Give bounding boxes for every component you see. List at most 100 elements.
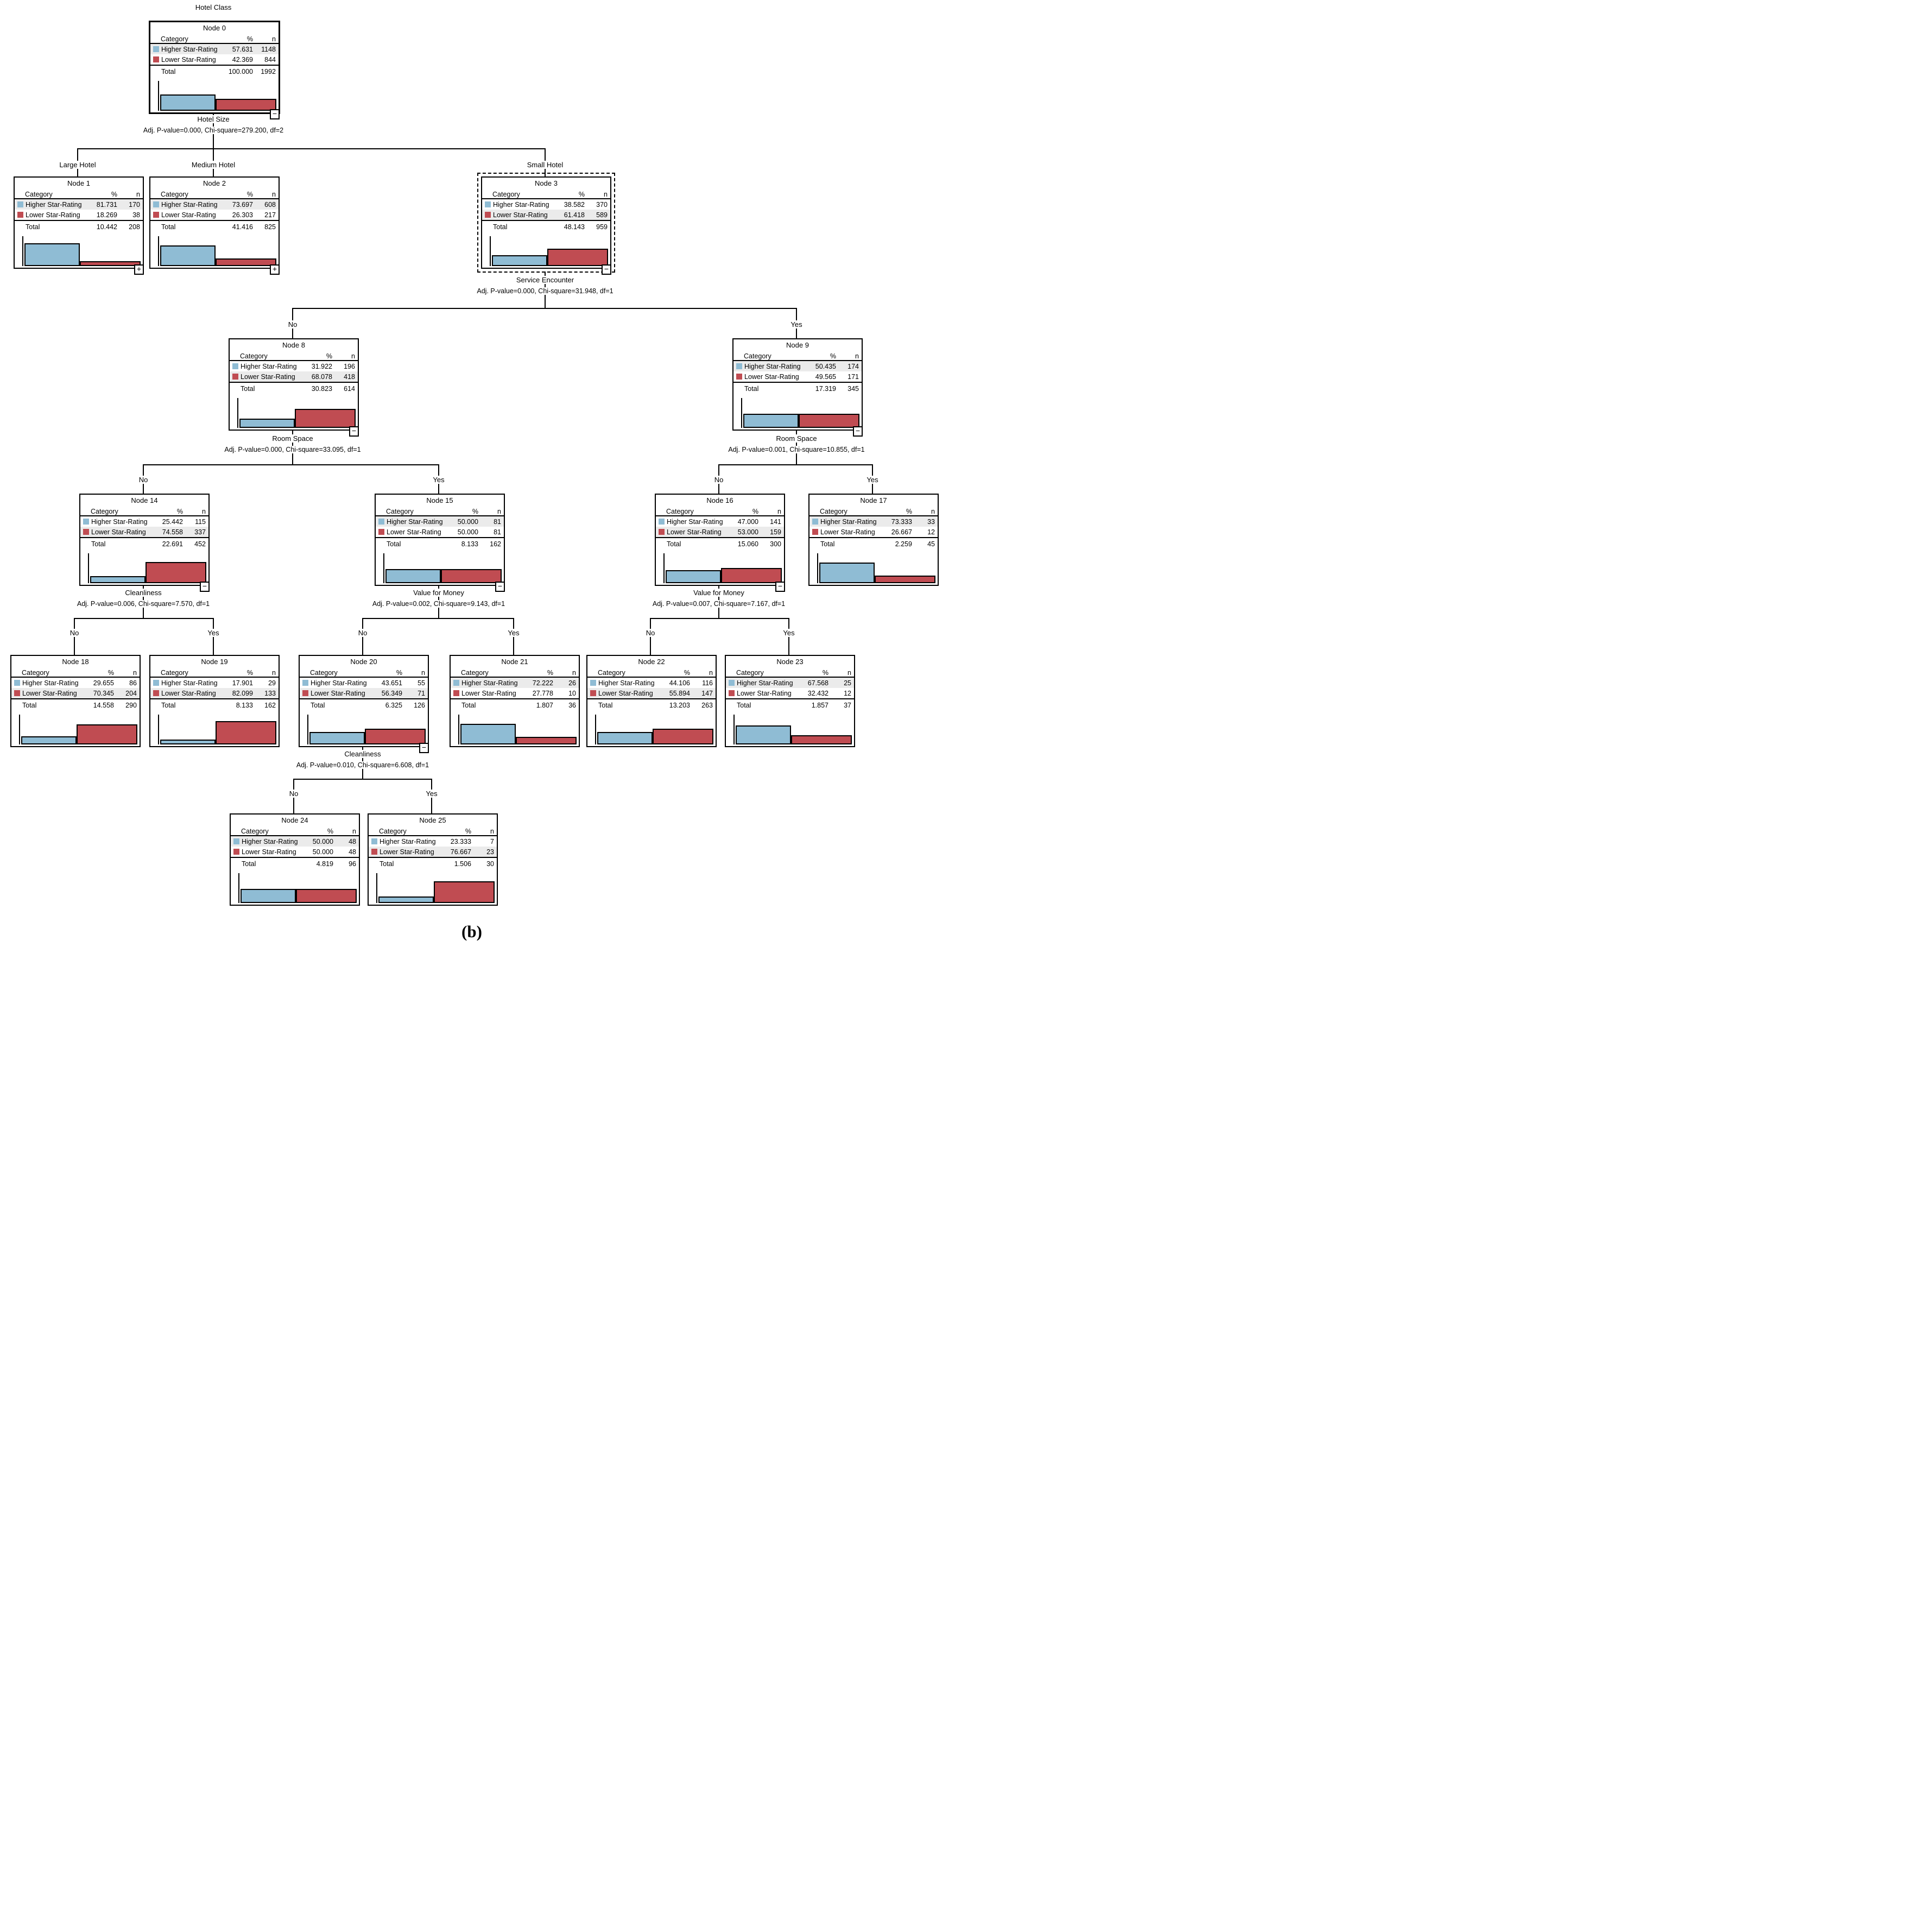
total-n-value: 162 xyxy=(490,540,501,548)
lower-bar xyxy=(516,736,577,744)
pct-column-header: % xyxy=(684,669,690,677)
category-label: Higher Star-Rating xyxy=(161,200,218,209)
lower-bar xyxy=(799,414,859,428)
lower-bar xyxy=(365,728,426,744)
node-0[interactable]: Node 0 Category % n Higher Star-Rating 5… xyxy=(149,21,280,119)
lower-star-rating-row: Lower Star-Rating 50.000 81 xyxy=(376,527,504,538)
lower-bar xyxy=(77,724,137,744)
total-n-value: 452 xyxy=(194,540,206,548)
n-column-header: n xyxy=(421,669,425,677)
lower-star-rating-row: Lower Star-Rating 49.565 171 xyxy=(733,371,862,383)
node-title: Node 23 xyxy=(776,658,804,666)
total-label: Total xyxy=(242,860,256,868)
higher-color-swatch xyxy=(378,519,384,525)
node-bar-chart xyxy=(81,552,207,585)
n-value: 217 xyxy=(264,211,276,219)
node-9[interactable]: Node 9 Category % n Higher Star-Rating 5… xyxy=(732,338,863,437)
category-label: Higher Star-Rating xyxy=(461,679,518,687)
expand-collapse-button[interactable]: − xyxy=(349,426,359,437)
total-pct-value: 2.259 xyxy=(895,540,912,548)
pct-value: 67.568 xyxy=(807,679,828,687)
edge xyxy=(292,308,797,309)
higher-bar xyxy=(160,739,216,744)
node-22[interactable]: Node 22 Category % n Higher Star-Rating … xyxy=(586,655,717,747)
node-14[interactable]: Node 14 Category % n Higher Star-Rating … xyxy=(79,494,210,592)
total-label: Total xyxy=(91,540,106,548)
expand-collapse-button[interactable]: − xyxy=(419,743,429,753)
n-column-header: n xyxy=(272,191,276,198)
node-bar-chart xyxy=(232,872,358,905)
node-2[interactable]: Node 2 Category % n Higher Star-Rating 7… xyxy=(149,176,280,275)
category-column-header: Category xyxy=(492,191,520,198)
higher-color-swatch xyxy=(659,519,665,525)
n-value: 12 xyxy=(844,689,851,697)
chart-axis xyxy=(158,81,159,111)
pct-value: 50.000 xyxy=(457,528,478,536)
category-label: Higher Star-Rating xyxy=(737,679,793,687)
category-label: Lower Star-Rating xyxy=(242,848,296,856)
expand-collapse-button[interactable]: − xyxy=(853,426,863,437)
node-19[interactable]: Node 19 Category % n Higher Star-Rating … xyxy=(149,655,280,747)
pct-value: 82.099 xyxy=(232,689,253,697)
category-column-header: Category xyxy=(240,352,268,360)
category-column-header: Category xyxy=(25,191,53,198)
higher-bar xyxy=(309,732,365,744)
higher-star-rating-row: Higher Star-Rating 23.333 7 xyxy=(369,836,497,847)
node-bar-chart xyxy=(727,714,853,746)
total-n-value: 126 xyxy=(414,701,425,709)
category-label: Lower Star-Rating xyxy=(461,689,516,697)
node-table-header: Category % n xyxy=(451,667,579,678)
expand-collapse-button[interactable]: − xyxy=(602,264,611,275)
pct-value: 32.432 xyxy=(807,689,828,697)
node-8[interactable]: Node 8 Category % n Higher Star-Rating 3… xyxy=(229,338,359,437)
lower-star-rating-row: Lower Star-Rating 74.558 337 xyxy=(80,527,208,538)
category-label: Lower Star-Rating xyxy=(820,528,875,536)
lower-bar xyxy=(295,408,356,428)
node-bar-chart xyxy=(811,552,937,585)
node-3[interactable]: Node 3 Category % n Higher Star-Rating 3… xyxy=(477,173,615,275)
node-24[interactable]: Node 24 Category % n Higher Star-Rating … xyxy=(230,813,360,906)
total-row: Total 8.133 162 xyxy=(150,700,279,710)
category-label: Higher Star-Rating xyxy=(493,200,549,209)
node-title: Node 22 xyxy=(638,658,665,666)
node-21[interactable]: Node 21 Category % n Higher Star-Rating … xyxy=(450,655,580,747)
node-table-header: Category % n xyxy=(11,667,140,678)
expand-collapse-button[interactable]: + xyxy=(270,264,280,275)
pct-column-header: % xyxy=(465,828,471,835)
branch-label: No xyxy=(643,629,657,637)
total-row: Total 1.857 37 xyxy=(726,700,854,710)
total-row: Total 6.325 126 xyxy=(300,700,428,710)
n-value: 1148 xyxy=(261,45,276,53)
expand-collapse-button[interactable]: − xyxy=(270,109,280,119)
expand-collapse-button[interactable]: − xyxy=(200,582,210,592)
node-18[interactable]: Node 18 Category % n Higher Star-Rating … xyxy=(10,655,141,747)
category-column-header: Category xyxy=(161,35,188,43)
n-value: 55 xyxy=(418,679,425,687)
expand-collapse-button[interactable]: + xyxy=(134,264,144,275)
pct-column-header: % xyxy=(176,508,183,515)
pct-value: 56.349 xyxy=(381,689,402,697)
higher-star-rating-row: Higher Star-Rating 50.000 81 xyxy=(376,516,504,527)
lower-star-rating-row: Lower Star-Rating 82.099 133 xyxy=(150,688,279,699)
total-row: Total 41.416 825 xyxy=(150,222,279,232)
n-value: 133 xyxy=(264,689,276,697)
node-15[interactable]: Node 15 Category % n Higher Star-Rating … xyxy=(375,494,505,592)
higher-bar xyxy=(597,732,653,744)
node-23[interactable]: Node 23 Category % n Higher Star-Rating … xyxy=(725,655,855,747)
higher-color-swatch xyxy=(232,363,238,369)
expand-collapse-button[interactable]: − xyxy=(495,582,505,592)
lower-bar xyxy=(791,735,852,744)
lower-color-swatch xyxy=(729,690,735,696)
category-column-header: Category xyxy=(379,828,407,835)
higher-star-rating-row: Higher Star-Rating 67.568 25 xyxy=(726,678,854,688)
node-bar-chart xyxy=(151,714,277,746)
expand-collapse-button[interactable]: − xyxy=(775,582,785,592)
chart-axis xyxy=(458,715,459,744)
node-1[interactable]: Node 1 Category % n Higher Star-Rating 8… xyxy=(14,176,144,275)
node-25[interactable]: Node 25 Category % n Higher Star-Rating … xyxy=(368,813,498,906)
branch-label: No xyxy=(712,476,726,484)
node-16[interactable]: Node 16 Category % n Higher Star-Rating … xyxy=(655,494,785,592)
n-column-header: n xyxy=(931,508,935,515)
node-17[interactable]: Node 17 Category % n Higher Star-Rating … xyxy=(808,494,939,586)
node-20[interactable]: Node 20 Category % n Higher Star-Rating … xyxy=(299,655,429,753)
